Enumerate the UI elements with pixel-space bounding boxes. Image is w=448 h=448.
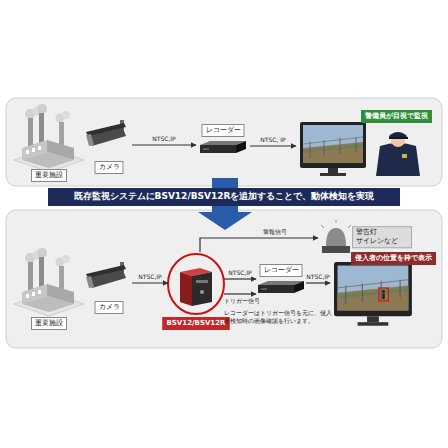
node-label: 警備員が目視で監視	[361, 110, 432, 123]
monitor	[334, 262, 412, 326]
monitor-node: 警備員が目視で監視	[296, 108, 434, 178]
node-label: 重要施設	[31, 169, 67, 182]
recorder	[258, 281, 304, 293]
facility-node: 重要施設	[14, 108, 84, 182]
guard	[376, 132, 420, 176]
monitor-node: 侵入者の位置を枠で表示	[330, 250, 438, 330]
signal-label: NTSC,IP	[227, 270, 252, 277]
warning-node: 警告灯 サイレンなど	[318, 218, 440, 256]
node-label: 侵入者の位置を枠で表示	[351, 252, 436, 265]
signal-label: NTSC,IP	[151, 136, 176, 143]
node-label: BSV12/BSV12R	[162, 317, 229, 330]
camera-node: カメラ	[86, 258, 132, 314]
signal-label: NTSC, IP	[259, 137, 286, 144]
panel	[6, 98, 442, 348]
recorder-node: レコーダー	[196, 124, 250, 160]
monitor	[300, 122, 366, 176]
recorder	[200, 141, 246, 153]
signal-line	[224, 293, 256, 294]
node-label: 既存監視システムにBSV12/BSV12Rを追加することで、動体検知を実現	[48, 188, 400, 206]
node-label: 重要施設	[31, 317, 67, 330]
warning-light	[321, 220, 351, 253]
node-label: カメラ	[95, 301, 124, 314]
signal-label: NTSC,IP	[137, 274, 162, 281]
factory	[14, 104, 84, 172]
node-label: レコーダー	[260, 264, 303, 277]
camera-node: カメラ	[86, 118, 132, 174]
signal-line	[132, 144, 196, 145]
camera	[86, 262, 126, 288]
recorder-node: レコーダー	[256, 264, 306, 302]
signal-line	[306, 282, 330, 283]
camera	[86, 120, 126, 146]
bsv-device	[180, 268, 212, 306]
node-label: 警告灯 サイレンなど	[352, 226, 412, 248]
signal-label: NTSC,IP	[305, 274, 330, 281]
node-label: カメラ	[95, 161, 124, 174]
signal-line	[250, 145, 296, 146]
signal-label: 警報信号	[262, 229, 288, 236]
signal-line	[224, 278, 256, 279]
signal-label: トリガー信号	[223, 298, 261, 305]
facility-node: 重要施設	[14, 252, 84, 330]
device-node: BSV12/BSV12R	[168, 252, 224, 330]
signal-line	[200, 238, 318, 252]
node-label: レコーダー	[202, 124, 245, 137]
note-text: レコーダーはトリガー信号を元に、侵入者検知時の画像確認を行います。	[224, 309, 332, 325]
signal-line	[132, 282, 168, 283]
banner: 既存監視システムにBSV12/BSV12Rを追加することで、動体検知を実現	[48, 188, 400, 206]
factory	[14, 248, 84, 316]
highlight-ring	[168, 254, 224, 314]
